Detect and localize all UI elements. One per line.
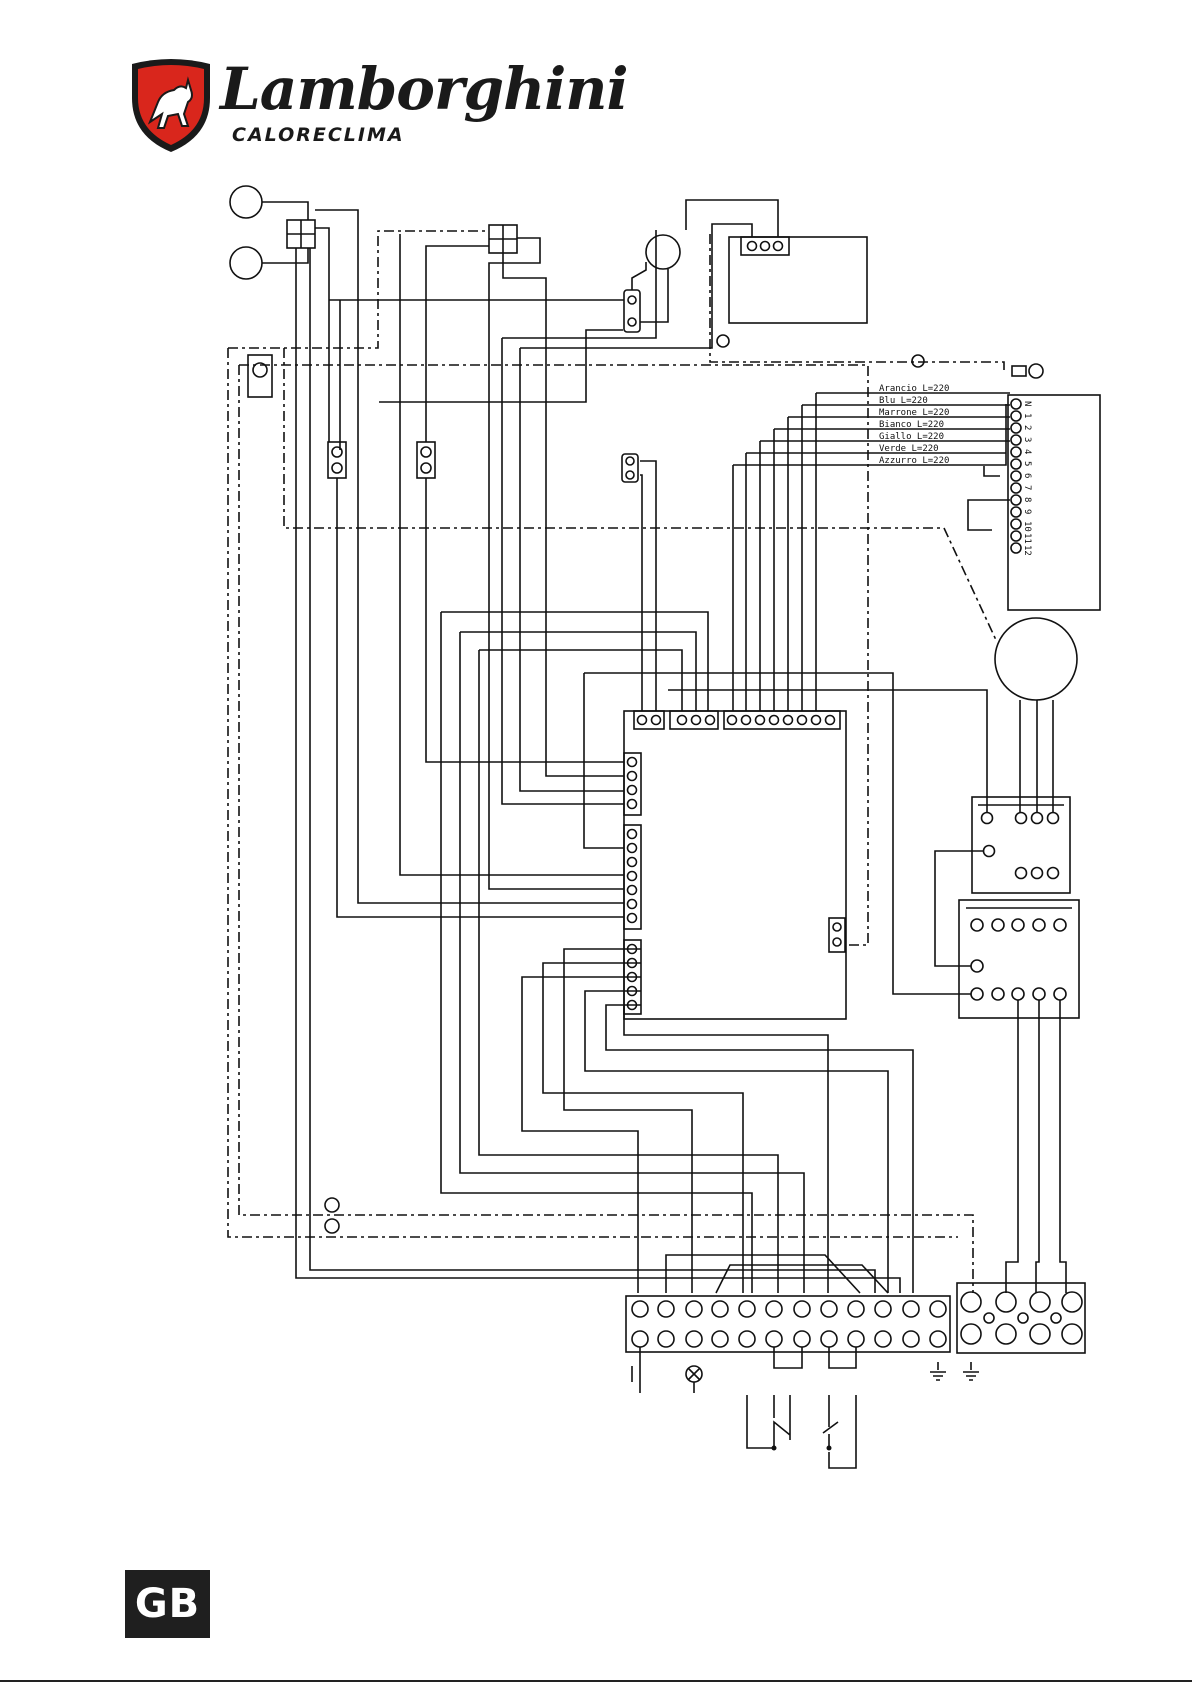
wire-label: Giallo L=220 [879,432,944,442]
terminal-number: 2 [1022,425,1032,430]
wire-label: Bianco L=220 [879,420,944,430]
earth-device-left [248,355,272,397]
terminal-board-right [1008,395,1100,610]
terminal-number: 3 [1022,437,1032,442]
ground-icon [930,1362,946,1380]
terminal-number: 6 [1022,473,1032,478]
terminal-number: N [1022,401,1032,406]
wire-label: Blu L=220 [879,396,928,406]
terminal-number: 4 [1022,449,1032,454]
sensor-top [646,235,680,269]
probe-bottom-left [230,247,262,279]
terminal-numbers: N 1 2 3 4 5 6 7 8 9 10 11 12 [1022,401,1032,556]
wire-label: Verde L=220 [879,444,939,454]
fan-motor [995,618,1077,700]
terminal-number: 1 [1022,413,1032,418]
terminal-number: 11 [1022,533,1032,544]
wire-label: Azzurro L=220 [879,456,949,466]
terminal-strip-main [626,1296,950,1352]
switch-a-icon [747,1395,790,1448]
terminal-number: 8 [1022,497,1032,502]
probe-top-left [230,186,262,218]
footer-rule [0,1680,1192,1682]
terminal-number: 9 [1022,509,1032,514]
terminal-number: 7 [1022,485,1032,490]
terminal-screws-main [632,1301,946,1347]
language-badge: GB [125,1570,210,1638]
terminal-number: 5 [1022,461,1032,466]
switch-b-icon [823,1395,856,1468]
wire-label: Arancio L=220 [879,384,949,394]
terminal-number: 12 [1022,545,1032,556]
terminal-holes-right [1011,399,1021,553]
wire-label: Marrone L=220 [879,408,949,418]
main-control-board [624,711,846,1019]
terminal-number: 10 [1022,521,1032,532]
